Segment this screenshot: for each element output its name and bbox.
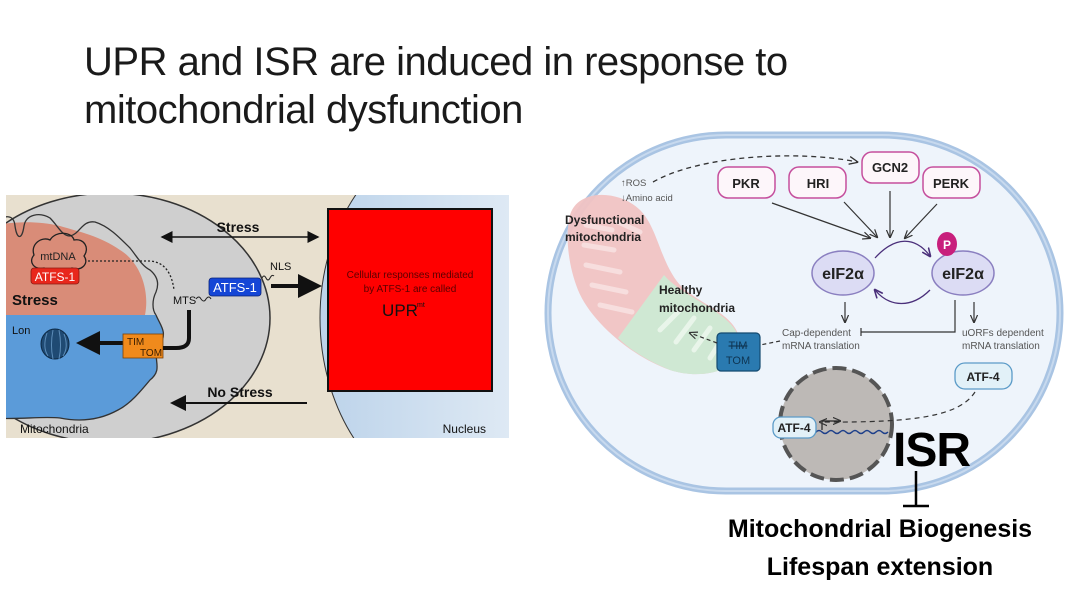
- phospho-badge: [937, 232, 957, 256]
- lon-protease-icon: [40, 328, 70, 360]
- mts-linker: [195, 296, 212, 302]
- uorf-label-2: mRNA translation: [962, 341, 1040, 352]
- isr-figure: ↑ROS ↓Amino acid Dysfunctional mitochond…: [544, 131, 1064, 508]
- nls-label: NLS: [270, 261, 291, 273]
- upr-main-label: UPR: [382, 301, 418, 320]
- stress-arrow-label: Stress: [217, 219, 260, 235]
- eif2a-p-label: eIF2α: [942, 266, 984, 283]
- eif2a-phosphorylated: [931, 250, 995, 296]
- ros-label: ↑ROS: [621, 178, 646, 189]
- atfs1-mito-label: ATFS-1: [35, 270, 76, 284]
- kinase-pkr: PKR: [717, 166, 776, 199]
- amino-acid-label: ↓Amino acid: [621, 193, 673, 204]
- kinase-hri: HRI: [788, 166, 847, 199]
- uorf-label-1: uORFs dependent: [962, 328, 1044, 339]
- stress-inside-label: Stress: [12, 292, 58, 309]
- kinase-label: PERK: [933, 176, 970, 191]
- mts-import-path: [163, 310, 191, 350]
- upr-box-text-line-2: by ATFS-1 are called: [364, 284, 457, 295]
- upr-mt-box: [327, 208, 493, 392]
- atfs1-cyto-label: ATFS-1: [213, 280, 257, 295]
- dysfunctional-label-2: mitochondria: [565, 230, 641, 244]
- nucleus-label: Nucleus: [443, 422, 486, 436]
- tim-tom-complex-right: [716, 332, 761, 372]
- tim-label-right: TIM: [729, 340, 748, 352]
- nls-linker: [261, 274, 275, 281]
- mts-label: MTS: [173, 295, 196, 307]
- atf4-cyto-label: ATF-4: [966, 370, 999, 384]
- kinase-label: HRI: [807, 176, 829, 191]
- mtdna-label: mtDNA: [40, 251, 76, 263]
- tim-label-left: TIM: [127, 337, 144, 348]
- tom-label-right: TOM: [726, 355, 750, 367]
- title-line-2: mitochondrial dysfunction: [84, 88, 523, 132]
- import-to-mito-arrow: [690, 333, 718, 344]
- cap-dependent-label-1: Cap-dependent: [782, 328, 851, 339]
- healthy-label-1: Healthy: [659, 283, 703, 297]
- kinase-perk: PERK: [922, 166, 981, 199]
- title-line-1: UPR and ISR are induced in response to: [84, 40, 788, 84]
- phosphorylation-arrow: [874, 240, 930, 258]
- phospho-label: P: [943, 238, 951, 252]
- atf4-nuc-label: ATF-4: [777, 421, 810, 435]
- kinase-label: GCN2: [872, 160, 908, 175]
- mitochondria-label: Mitochondria: [20, 422, 89, 436]
- tim-tom-complex: [122, 333, 164, 359]
- atfs1-cyto-badge: [208, 277, 262, 297]
- atf4-nuclear-import-arrow: [820, 391, 976, 422]
- outcome-line-2: Lifespan extension: [766, 553, 994, 581]
- slide-title: UPR and ISR are induced in response to m…: [84, 38, 788, 134]
- atf4-nuclear: [772, 416, 817, 439]
- upr-sup-label: mt: [417, 302, 425, 309]
- upr-box-text-line-1: Cellular responses mediated: [347, 270, 474, 281]
- kinase-arrows: [771, 191, 938, 238]
- atf4-cytoplasmic: [954, 362, 1013, 390]
- inhibition-line: [861, 300, 956, 333]
- outcome-line-1: Mitochondrial Biogenesis: [727, 515, 1033, 543]
- eif2a-unphosphorylated: [811, 250, 875, 296]
- upr-mt-figure: mtDNA ATFS-1 Stress Lon TIM TOM MTS ATFS…: [6, 195, 509, 438]
- dephosphorylation-arrow: [875, 290, 931, 304]
- tom-label-left: TOM: [140, 348, 162, 359]
- kinase-label: PKR: [732, 176, 760, 191]
- isr-label: ISR: [893, 424, 971, 477]
- mitochondrion-shape: [567, 194, 740, 375]
- kinase-gcn2: GCN2: [861, 151, 920, 184]
- cap-dependent-label-2: mRNA translation: [782, 341, 860, 352]
- healthy-label-2: mitochondria: [659, 301, 735, 315]
- dysfunctional-label-1: Dysfunctional: [565, 213, 644, 227]
- atfs1-mito-badge: [30, 267, 80, 285]
- eif2a-label: eIF2α: [822, 266, 864, 283]
- no-stress-arrow-label: No Stress: [207, 384, 273, 400]
- lon-label: Lon: [12, 325, 30, 337]
- ros-to-gcn2-arrow: [652, 155, 857, 183]
